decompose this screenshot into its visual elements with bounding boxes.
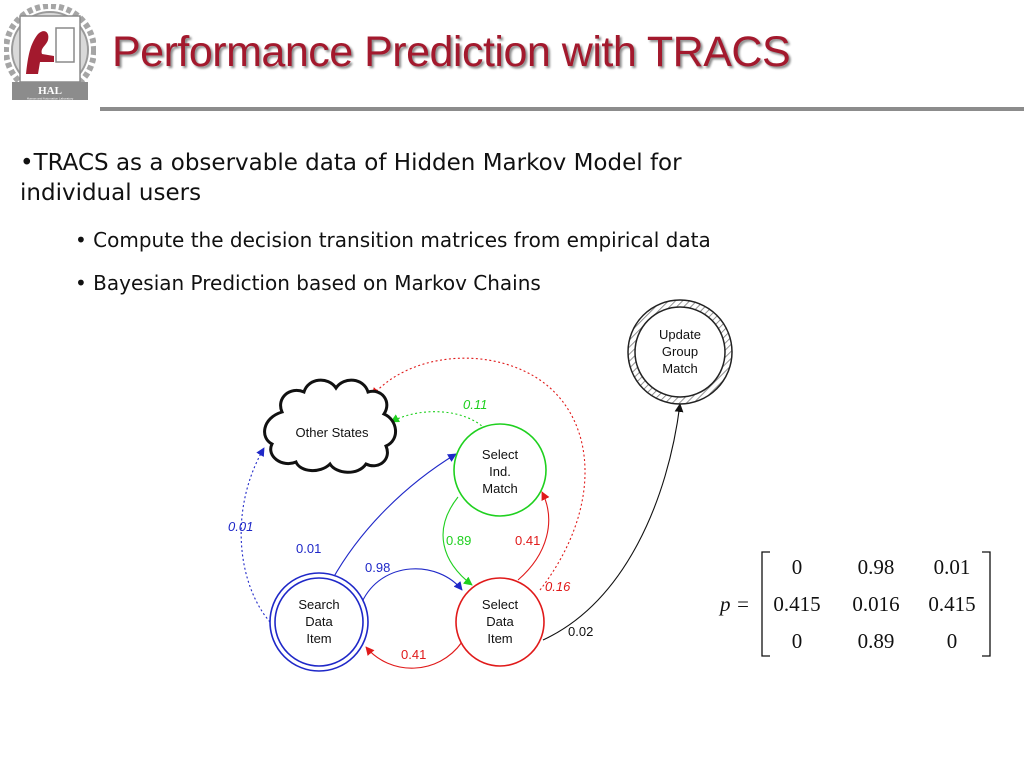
edge-label-select-data-to-other: 0.16 — [545, 579, 571, 594]
transition-matrix: p = 0 0.98 0.01 0.415 0.016 0.415 0 0.89… — [718, 551, 991, 657]
matrix-cell-r2c1: 0.89 — [858, 629, 895, 653]
svg-text:HAL: HAL — [38, 85, 62, 97]
edge-label-select-data-to-select-ind: 0.41 — [515, 533, 540, 548]
edge-label-select-ind-to-select-data: 0.89 — [446, 533, 471, 548]
node-select-ind-match: Select Ind. Match — [453, 423, 547, 517]
svg-text:Item: Item — [306, 631, 331, 646]
edge-label-select-ind-to-other: 0.11 — [463, 397, 487, 412]
bullet-main-line1: •TRACS as a observable data of Hidden Ma… — [20, 150, 682, 176]
bullet-sub-compute: • Compute the decision transition matric… — [75, 228, 711, 252]
node-search-data-item: Search Data Item — [269, 572, 369, 672]
bullet-main-line2: individual users — [20, 180, 202, 206]
svg-text:Ind.: Ind. — [489, 464, 511, 479]
svg-text:Data: Data — [486, 614, 514, 629]
svg-text:Search: Search — [298, 597, 339, 612]
svg-text:Select: Select — [482, 597, 519, 612]
edge-label-search-to-other: 0.01 — [228, 519, 253, 534]
page-title: Performance Prediction with TRACS — [112, 28, 791, 76]
edge-select-data-to-select-ind — [517, 491, 550, 581]
edge-search-to-select-data — [361, 568, 463, 603]
matrix-lhs: p = — [718, 592, 750, 616]
edge-select-ind-to-select-data — [442, 496, 473, 586]
edge-label-search-to-select-data: 0.98 — [365, 560, 390, 575]
matrix-right-bracket — [982, 551, 991, 657]
matrix-cell-r0c2: 0.01 — [934, 555, 971, 579]
edges — [240, 357, 684, 669]
matrix-cell-r1c0: 0.415 — [773, 592, 820, 616]
edge-select-data-to-other — [371, 357, 586, 591]
node-other-states-cloud: Other States — [263, 378, 397, 474]
edge-label-select-data-to-search: 0.41 — [401, 647, 426, 662]
edge-search-to-other — [240, 447, 271, 623]
bullet-sub-bayesian: • Bayesian Prediction based on Markov Ch… — [75, 271, 541, 295]
matrix-cell-r1c1: 0.016 — [852, 592, 899, 616]
svg-text:Data: Data — [305, 614, 333, 629]
svg-text:Other States: Other States — [296, 425, 369, 440]
edge-select-data-to-update — [542, 403, 684, 641]
matrix-cell-r0c0: 0 — [792, 555, 803, 579]
svg-text:Group: Group — [662, 344, 698, 359]
edge-select-data-to-search — [365, 641, 463, 669]
edge-label-search-to-select-ind: 0.01 — [296, 541, 321, 556]
edge-label-select-data-to-update: 0.02 — [568, 624, 593, 639]
title-divider — [100, 107, 1024, 111]
svg-text:Update: Update — [659, 327, 701, 342]
svg-text:Item: Item — [487, 631, 512, 646]
matrix-cell-r2c0: 0 — [792, 629, 803, 653]
node-select-data-item: Select Data Item — [455, 577, 545, 667]
svg-text:Match: Match — [662, 361, 697, 376]
svg-text:Match: Match — [482, 481, 517, 496]
hal-logo: HAL Human and Automation Laboratory — [4, 4, 96, 101]
matrix-cell-r1c2: 0.415 — [928, 592, 975, 616]
edge-search-to-select-ind — [331, 453, 457, 581]
svg-text:Human and Automation Laborator: Human and Automation Laboratory — [27, 97, 74, 101]
matrix-cell-r0c1: 0.98 — [858, 555, 895, 579]
matrix-cell-r2c2: 0 — [947, 629, 958, 653]
bullet-main: •TRACS as a observable data of Hidden Ma… — [20, 148, 900, 208]
matrix-left-bracket — [761, 551, 770, 657]
svg-text:Select: Select — [482, 447, 519, 462]
edge-select-ind-to-other — [390, 411, 489, 433]
node-update-group-match: Update Group Match — [627, 299, 733, 405]
